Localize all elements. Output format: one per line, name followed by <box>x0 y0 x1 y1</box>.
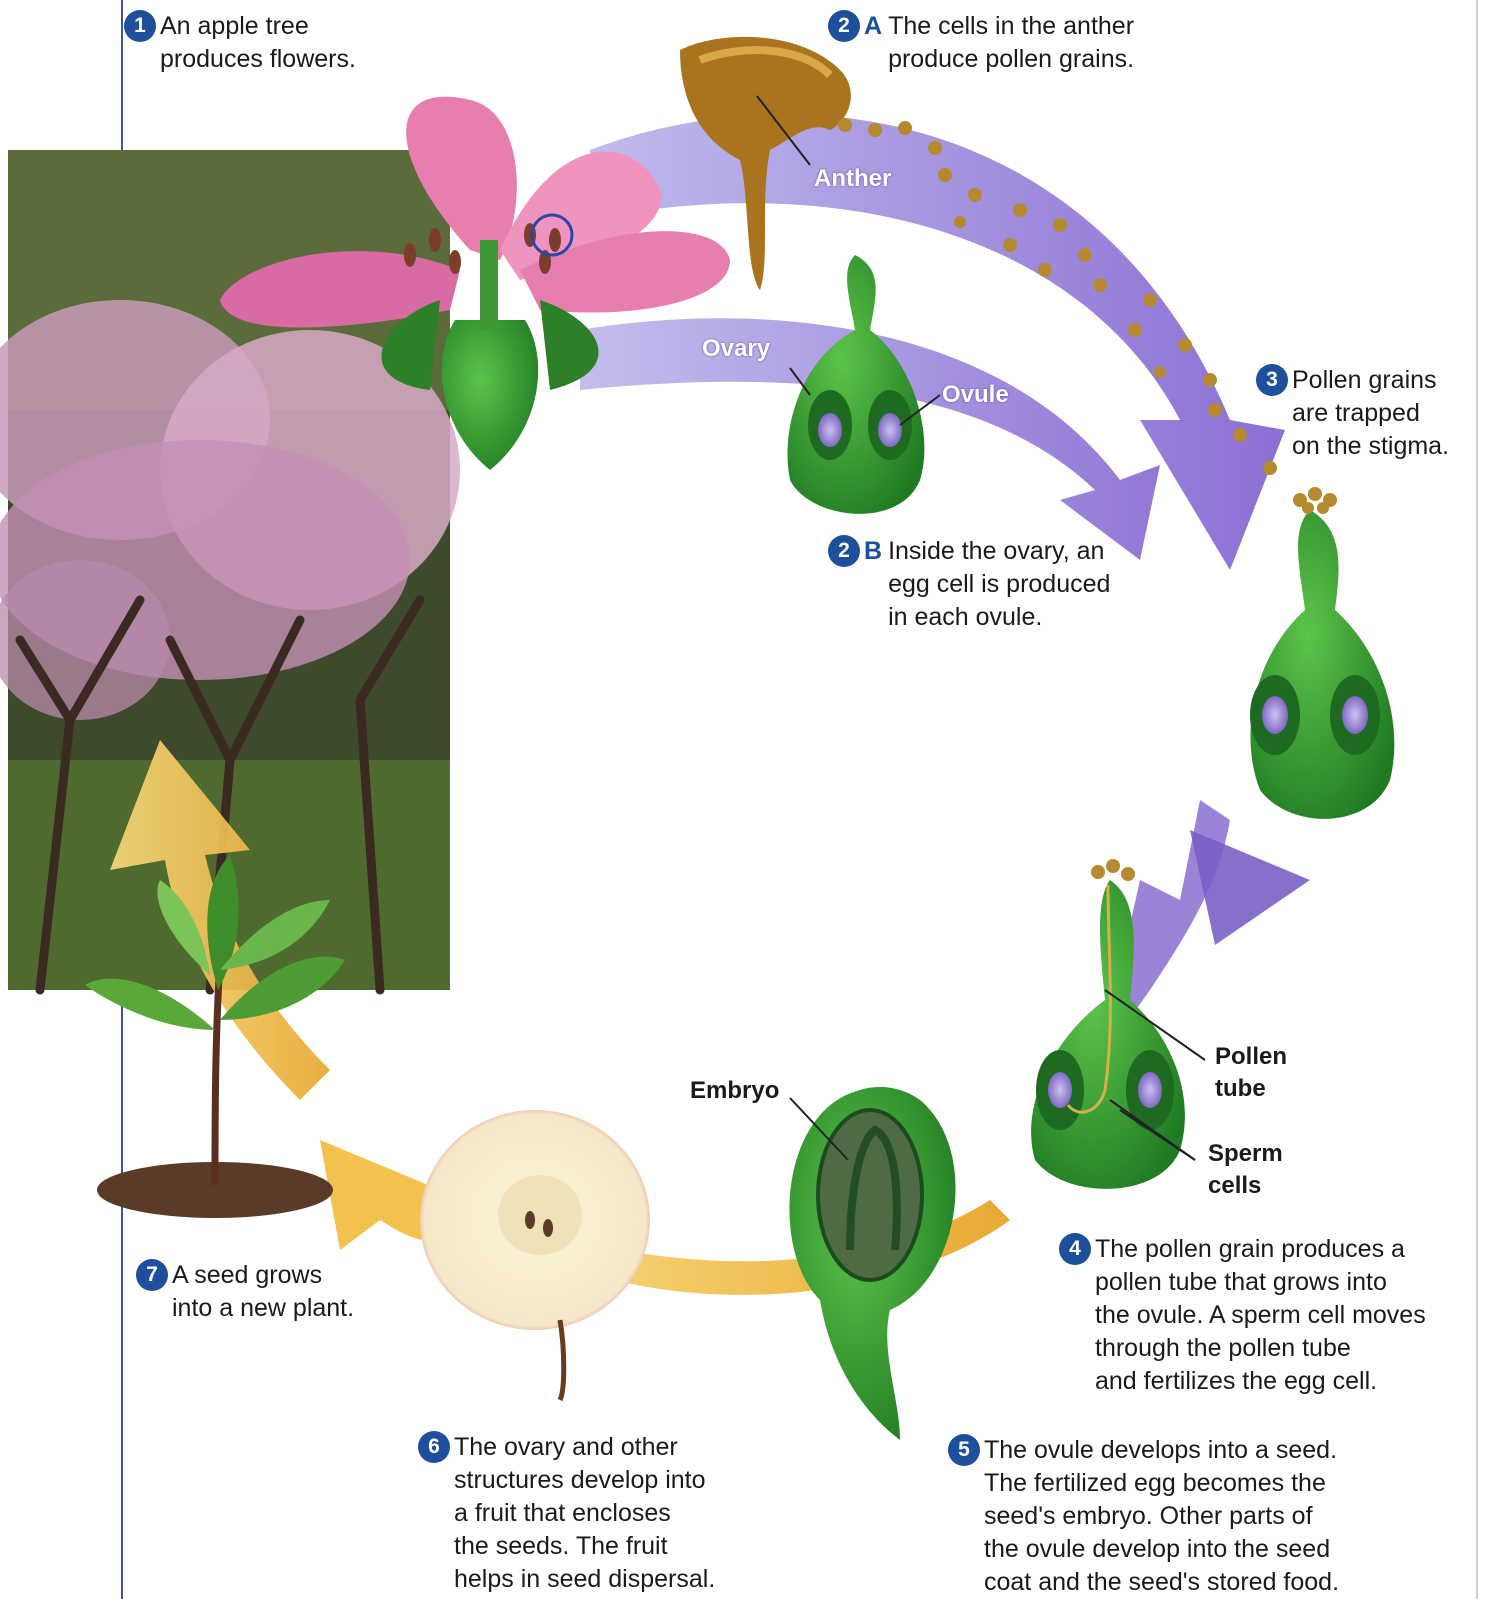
step-7-badge: 7 <box>136 1259 168 1291</box>
embryo-label: Embryo <box>690 1075 779 1107</box>
seed-with-embryo <box>789 1087 955 1440</box>
step-6-badge: 6 <box>418 1431 450 1463</box>
pollen-tube-label: Pollen tube <box>1215 1041 1287 1105</box>
step-3-text: Pollen grains are trapped on the stigma. <box>1292 364 1449 463</box>
step-5-badge: 5 <box>948 1434 980 1466</box>
step-2a-badge: 2 <box>828 10 860 42</box>
step-4-badge: 4 <box>1059 1233 1091 1265</box>
ovule-label: Ovule <box>942 379 1009 411</box>
step-2a-text: The cells in the anther produce pollen g… <box>888 10 1134 76</box>
step-4-text: The pollen grain produces a pollen tube … <box>1095 1233 1426 1398</box>
step-3-badge: 3 <box>1256 364 1288 396</box>
ovary-label: Ovary <box>702 333 770 365</box>
step-2b-letter: B <box>864 537 882 565</box>
step-2a-letter: A <box>864 12 882 40</box>
apple-fruit-cross-section <box>420 1110 650 1400</box>
step-7-text: A seed grows into a new plant. <box>172 1259 354 1325</box>
step-2b-badge: 2 <box>828 535 860 567</box>
step-5-text: The ovule develops into a seed. The fert… <box>984 1434 1339 1599</box>
step-2b-text: Inside the ovary, an egg cell is produce… <box>888 535 1110 634</box>
pistil-with-pollen <box>1250 487 1394 819</box>
step-1-badge: 1 <box>124 10 156 42</box>
sperm-cells-label: Sperm cells <box>1208 1138 1283 1202</box>
step-1-text: An apple tree produces flowers. <box>160 10 356 76</box>
anther-label: Anther <box>814 163 891 195</box>
step-6-text: The ovary and other structures develop i… <box>454 1431 715 1596</box>
